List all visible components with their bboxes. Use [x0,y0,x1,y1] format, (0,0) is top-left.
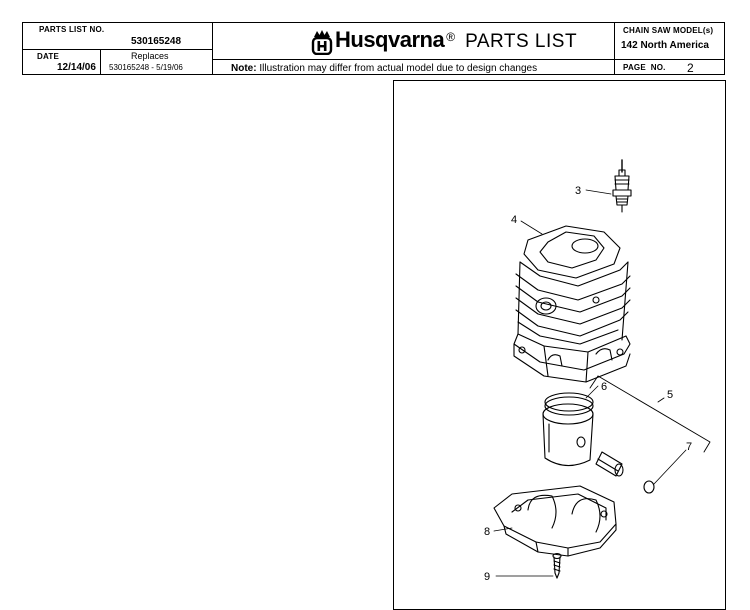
parts-illustration-frame: 3 4 5 6 7 8 9 [393,80,726,610]
cylinder-part [513,225,631,383]
crankcase-part [493,485,617,557]
illustration-note: Note: Illustration may differ from actua… [231,63,537,74]
callout-5: 5 [667,389,673,401]
screw-part [552,552,562,579]
page-label: PAGE NO. [623,63,666,72]
page-value: 2 [687,61,694,75]
callout-6: 6 [601,381,607,393]
date-value: 12/14/06 [57,62,96,73]
parts-list-no-value: 530165248 [131,36,182,47]
model-label: CHAIN SAW MODEL(s) [623,26,714,35]
replaces-value: 530165248 - 5/19/06 [109,63,183,72]
callout-7: 7 [686,441,692,453]
replaces-label: Replaces [131,51,169,61]
parts-list-header: PARTS LIST NO. 530165248 DATE 12/14/06 R… [22,22,725,78]
piston-part [542,392,594,467]
callout-leaders [493,189,687,577]
replaces-cell: Replaces 530165248 - 5/19/06 [100,49,213,75]
brand-cell: Husqvarna® PARTS LIST [212,22,615,60]
brand-suffix: PARTS LIST [465,31,578,52]
callout-8: 8 [484,526,490,538]
parts-illustration: 3 4 5 6 7 8 9 [484,159,711,583]
brand-title: Husqvarna® PARTS LIST [335,27,577,53]
note-cell: Note: Illustration may differ from actua… [212,59,615,75]
note-text: Illustration may differ from actual mode… [256,63,538,74]
piston-pin-part [595,451,624,477]
spark-plug-part [612,159,632,213]
date-cell: DATE 12/14/06 [22,49,101,75]
brand-reg-mark: ® [446,30,456,44]
brand-name: Husqvarna [335,27,445,52]
date-label: DATE [37,52,59,61]
page-cell: PAGE NO. 2 [614,59,725,75]
callout-labels: 3 4 5 6 7 8 9 [484,185,692,583]
piston-kit-bracket [589,375,711,453]
parts-list-no-label: PARTS LIST NO. [39,25,105,34]
husqvarna-crown-h-icon [311,30,333,55]
note-label: Note: [231,63,257,74]
model-cell: CHAIN SAW MODEL(s) 142 North America [614,22,725,60]
callout-9: 9 [484,571,490,583]
callout-4: 4 [511,214,517,226]
callout-3: 3 [575,185,581,197]
model-value: 142 North America [621,40,709,51]
circlip-part [643,480,655,494]
parts-list-no-cell: PARTS LIST NO. 530165248 [22,22,213,50]
